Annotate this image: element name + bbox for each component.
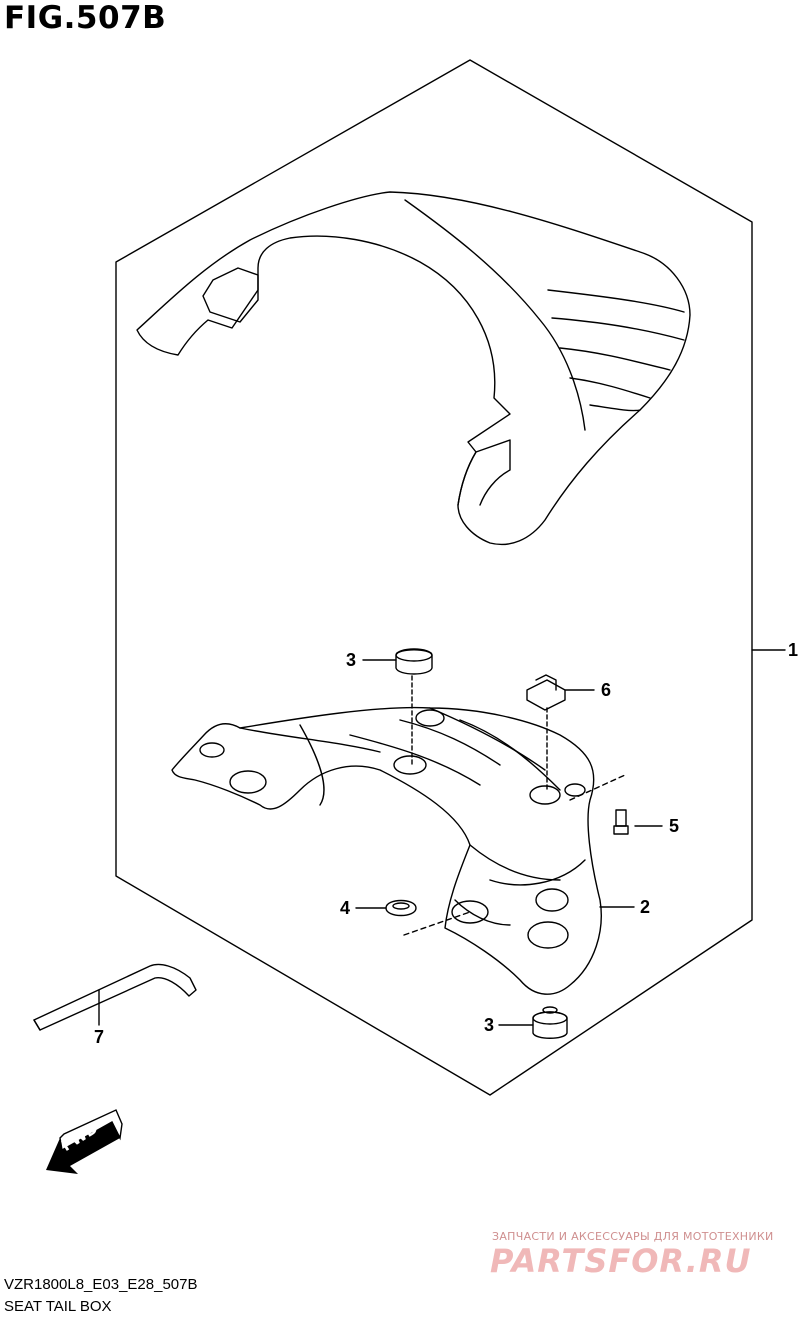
leader-lines: [98, 649, 786, 1026]
assembly-name: SEAT TAIL BOX: [4, 1298, 112, 1315]
bolt: [613, 809, 629, 835]
cushion: [385, 899, 417, 917]
grommet-bottom: [532, 1006, 568, 1039]
clip-nut: [526, 674, 566, 711]
callout-3-top: 3: [346, 650, 357, 670]
callout-4: 4: [340, 898, 351, 918]
callout-3-bottom: 3: [484, 1015, 495, 1035]
bracket-frame: [171, 706, 602, 995]
callout-7: 7: [94, 1027, 105, 1047]
figure-title: FIG.507B: [4, 0, 167, 36]
callout-5: 5: [669, 816, 680, 836]
hex-wrench: [33, 963, 197, 1031]
watermark-tagline: ЗАПЧАСТИ И АКСЕССУАРЫ ДЛЯ МОТОТЕХНИКИ: [492, 1230, 774, 1243]
watermark-logo: PARTSFOR.RU: [490, 1242, 752, 1280]
callout-2: 2: [640, 897, 651, 917]
callout-1: 1: [788, 640, 799, 660]
callout-6: 6: [601, 680, 612, 700]
assembly-boundary: [115, 59, 753, 1096]
grommet-top: [395, 648, 433, 675]
seat-tail-cover: [136, 191, 691, 546]
fwd-arrow-icon: [46, 1109, 123, 1174]
model-code: VZR1800L8_E03_E28_507B: [4, 1276, 198, 1293]
